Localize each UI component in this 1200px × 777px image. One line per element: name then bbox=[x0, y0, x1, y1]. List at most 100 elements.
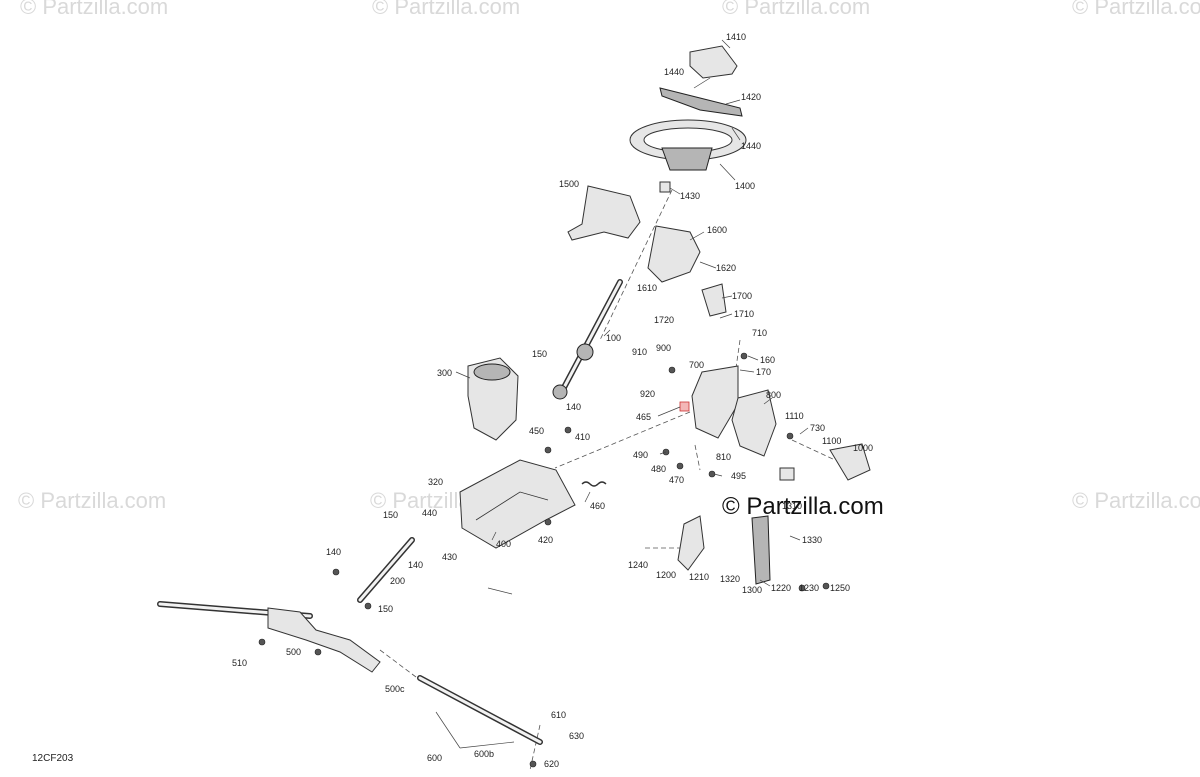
motor-300-cap bbox=[473, 363, 511, 381]
label-440: 440 bbox=[422, 508, 437, 518]
label-1440-right: 1440 bbox=[741, 141, 761, 151]
label-410: 410 bbox=[575, 432, 590, 442]
label-1420: 1420 bbox=[741, 92, 761, 102]
label-1240: 1240 bbox=[628, 560, 648, 570]
bushing-1430-shape bbox=[659, 181, 671, 193]
leader-1620 bbox=[699, 261, 717, 269]
label-1210: 1210 bbox=[689, 572, 709, 582]
label-800: 800 bbox=[766, 390, 781, 400]
label-810: 810 bbox=[716, 452, 731, 462]
leader-1440b bbox=[731, 127, 741, 141]
bracket-1700-shape bbox=[701, 283, 727, 317]
leader-1710 bbox=[719, 313, 733, 319]
leader-600-b bbox=[459, 741, 515, 749]
lever-1000-shape bbox=[829, 443, 871, 481]
bolt-150-lower bbox=[364, 602, 372, 610]
label-1100: 1100 bbox=[822, 436, 841, 446]
label-1430: 1430 bbox=[680, 191, 700, 201]
leader-1600 bbox=[689, 231, 705, 241]
label-140-top: 140 bbox=[566, 402, 581, 412]
label-500c: 500c bbox=[385, 684, 405, 694]
callout-labels: 1410 1440 1420 1440 1400 1430 1500 1600 … bbox=[232, 32, 873, 769]
console-1600-shape bbox=[647, 225, 701, 283]
diagram-reference-code: 12CF203 bbox=[32, 753, 74, 764]
leader-1430 bbox=[669, 187, 681, 195]
label-150-mid: 150 bbox=[383, 510, 398, 520]
bolt-480 bbox=[676, 462, 684, 470]
label-450: 450 bbox=[529, 426, 544, 436]
bolt-410 bbox=[564, 426, 572, 434]
label-1500: 1500 bbox=[559, 179, 579, 189]
leader-400 bbox=[491, 531, 497, 541]
label-700: 700 bbox=[689, 360, 704, 370]
label-900: 900 bbox=[656, 343, 671, 353]
part-465-highlight bbox=[679, 401, 690, 412]
label-610: 610 bbox=[551, 710, 566, 720]
dash-line-column bbox=[599, 189, 673, 341]
label-1700: 1700 bbox=[732, 291, 752, 301]
label-1410: 1410 bbox=[726, 32, 746, 42]
label-1300: 1300 bbox=[742, 585, 762, 595]
label-420: 420 bbox=[538, 535, 553, 545]
assembly-lines bbox=[379, 189, 836, 771]
label-1200: 1200 bbox=[656, 570, 676, 580]
bolt-450 bbox=[544, 446, 552, 454]
watermark-top-2: © Partzilla.com bbox=[372, 0, 520, 19]
leader-160 bbox=[747, 355, 759, 361]
label-600: 600 bbox=[427, 753, 442, 763]
leader-600 bbox=[435, 711, 461, 749]
leader-300 bbox=[455, 371, 471, 379]
bolt-920 bbox=[668, 366, 676, 374]
ujoint-upper bbox=[576, 343, 594, 361]
bolt-710 bbox=[740, 352, 748, 360]
leader-1440a bbox=[693, 77, 711, 89]
bracket-700-shape bbox=[691, 365, 739, 439]
support-400-detail bbox=[475, 491, 549, 521]
leader-1300 bbox=[759, 579, 771, 587]
intermediate-shaft-200-inner bbox=[358, 538, 414, 602]
leader-1410 bbox=[721, 39, 731, 49]
leader-lines bbox=[435, 39, 809, 749]
pedal-1300-shape bbox=[751, 515, 771, 585]
label-495: 495 bbox=[731, 471, 746, 481]
label-460: 460 bbox=[590, 501, 605, 511]
watermark-top-1: © Partzilla.com bbox=[20, 0, 168, 19]
spring-460-shape bbox=[581, 481, 607, 487]
label-150-low: 150 bbox=[378, 604, 393, 614]
label-300: 300 bbox=[437, 368, 452, 378]
label-320: 320 bbox=[428, 477, 443, 487]
partzilla-watermark: © Partzilla.com bbox=[722, 493, 884, 520]
label-200: 200 bbox=[390, 576, 405, 586]
label-1220: 1220 bbox=[771, 583, 791, 593]
label-470: 470 bbox=[669, 475, 684, 485]
dash-line-810 bbox=[694, 444, 701, 471]
column-shaft-100-inner bbox=[558, 280, 622, 397]
label-620: 620 bbox=[544, 759, 559, 769]
label-140-left: 140 bbox=[326, 547, 341, 557]
label-490: 490 bbox=[633, 450, 648, 460]
label-1250: 1250 bbox=[830, 583, 850, 593]
label-1230: 1230 bbox=[799, 583, 819, 593]
label-730: 730 bbox=[810, 423, 825, 433]
label-480: 480 bbox=[651, 464, 666, 474]
bolt-510 bbox=[258, 638, 266, 646]
leader-490 bbox=[659, 451, 667, 455]
label-1440-top: 1440 bbox=[664, 67, 684, 77]
block-1000-shape bbox=[779, 467, 795, 481]
leader-100 bbox=[603, 329, 611, 337]
bolt-620 bbox=[529, 760, 537, 768]
leader-1400 bbox=[719, 163, 736, 181]
label-160: 160 bbox=[760, 355, 775, 365]
label-920: 920 bbox=[640, 389, 655, 399]
bolt-1230 bbox=[798, 584, 806, 592]
label-710: 710 bbox=[752, 328, 767, 338]
watermark-layer: © Partzilla.com © Partzilla.com © Partzi… bbox=[18, 0, 1200, 513]
label-1320: 1320 bbox=[720, 574, 740, 584]
label-1720: 1720 bbox=[654, 315, 674, 325]
dash-line-710 bbox=[734, 339, 741, 376]
leader-730 bbox=[799, 427, 809, 435]
label-1400: 1400 bbox=[735, 181, 755, 191]
bolt-1250 bbox=[822, 582, 830, 590]
parts-artwork bbox=[157, 45, 871, 768]
